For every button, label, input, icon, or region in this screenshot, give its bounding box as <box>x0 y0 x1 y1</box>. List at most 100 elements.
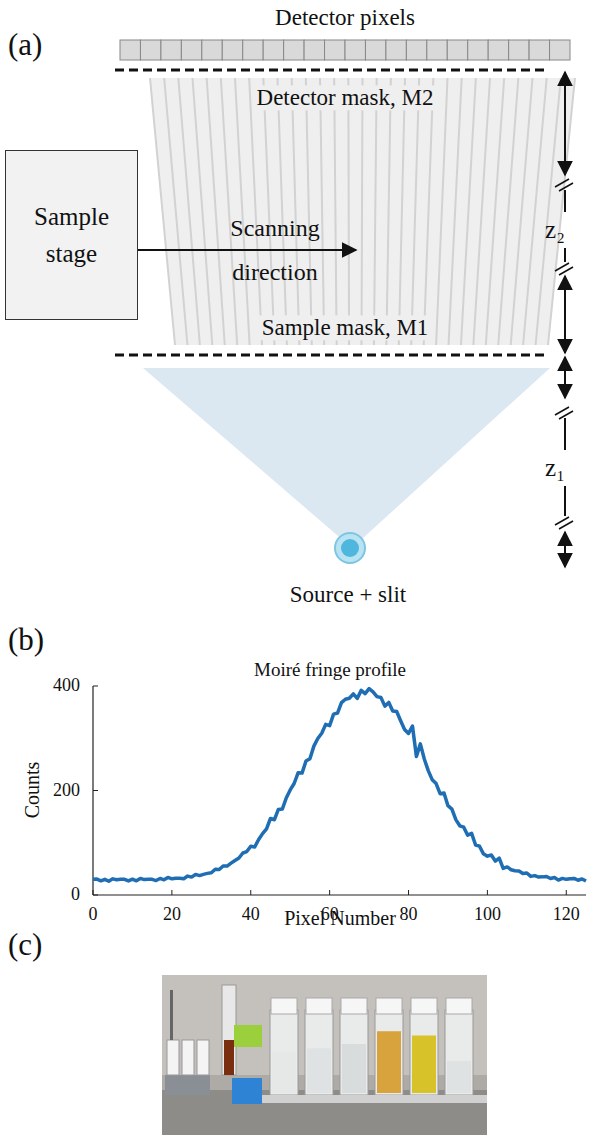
detector-pixel <box>447 40 467 60</box>
break-mark <box>559 183 573 191</box>
detector-pixel <box>161 40 181 60</box>
beamlet <box>449 78 462 345</box>
x-tick-label: 0 <box>89 905 98 925</box>
vial-cap <box>271 998 297 1014</box>
dimension-arrow <box>564 72 566 175</box>
x-tick <box>487 890 488 895</box>
detector-pixel <box>263 40 283 60</box>
figure-label: Pixel Number <box>284 907 396 929</box>
x-tick-label: 60 <box>321 905 339 925</box>
lego-blue <box>232 1078 262 1104</box>
beamlet <box>249 78 262 345</box>
detector-pixel <box>488 40 508 60</box>
beamlet <box>399 78 405 345</box>
vial-liquid <box>377 1031 401 1093</box>
beamlet-fan <box>150 78 575 345</box>
x-tick-label: 20 <box>163 905 181 925</box>
vial-cap <box>411 998 437 1014</box>
y-tick-label: 0 <box>71 885 80 905</box>
source-spot <box>341 539 359 557</box>
photo-background <box>162 975 487 1135</box>
y-tick <box>93 686 98 687</box>
dimension-arrow <box>564 357 566 398</box>
figure-label: Detector pixels <box>275 5 415 30</box>
lego-base <box>165 1075 210 1095</box>
break-mark <box>559 411 573 419</box>
detector-pixel <box>386 40 406 60</box>
beamlet <box>334 78 336 345</box>
beamlet <box>498 78 518 345</box>
source-ring <box>335 533 365 563</box>
vial <box>375 1010 403 1095</box>
beamlet <box>306 78 312 345</box>
beamlet <box>461 78 476 345</box>
detector-pixel <box>202 40 222 60</box>
detector-pixel-row <box>120 40 570 60</box>
x-tick-label: 40 <box>242 905 260 925</box>
beamlet <box>292 78 300 345</box>
fringe-profile-curve <box>93 689 586 882</box>
beamlet <box>207 78 225 345</box>
detector-pixel <box>529 40 549 60</box>
capillary-liquid <box>224 1040 234 1075</box>
vial-cap <box>446 998 472 1014</box>
figure-label: z₂ <box>545 216 565 244</box>
dimension-stem <box>564 190 566 212</box>
beamlet <box>178 78 200 345</box>
detector-pixel <box>345 40 365 60</box>
node-text: Sample stage <box>16 198 127 273</box>
grating-mask <box>115 69 545 72</box>
beamlet <box>362 78 363 345</box>
figure-label: z₁ <box>545 454 565 482</box>
vial <box>305 1010 333 1095</box>
beamlet <box>511 78 533 345</box>
beamlet <box>424 78 434 345</box>
beamlet <box>320 78 324 345</box>
vial-cap <box>341 998 367 1014</box>
figure-label: Detector mask, M2 <box>253 85 438 110</box>
break-mark <box>559 267 573 275</box>
beamlet <box>235 78 250 345</box>
x-tick <box>566 890 567 895</box>
beamlet <box>263 78 274 345</box>
dimension-arrow <box>564 532 566 567</box>
x-tick <box>93 890 94 895</box>
detector-pixel <box>427 40 447 60</box>
break-mark <box>559 521 573 529</box>
detector-pixel <box>365 40 385 60</box>
x-tick-label: 80 <box>400 905 418 925</box>
beamlet <box>347 78 350 345</box>
stage-box: Sample stage <box>5 150 138 320</box>
beamlet-region <box>150 78 575 345</box>
rack <box>262 1095 487 1103</box>
x-tick <box>329 890 330 895</box>
capillary-tube <box>222 985 236 1075</box>
detector-pixel <box>140 40 160 60</box>
grating-mask <box>115 354 545 357</box>
beamlet <box>411 78 419 345</box>
vial-liquid <box>447 1061 471 1093</box>
beamlet <box>150 78 175 345</box>
x-tick <box>250 890 251 895</box>
beamlet <box>523 78 547 345</box>
figure-label: Counts <box>21 762 43 819</box>
figure-label: Scanning direction <box>210 206 340 294</box>
beamlet <box>548 78 575 345</box>
x-tick <box>408 890 409 895</box>
beamlet <box>473 78 490 345</box>
tube-holder <box>167 1040 179 1075</box>
detector-pixel <box>325 40 345 60</box>
dimension-stem <box>564 418 566 450</box>
rod <box>170 990 173 1040</box>
detector-pixel <box>120 40 140 60</box>
y-tick <box>93 895 98 896</box>
dimension-arrow <box>564 276 566 353</box>
beamlet <box>278 78 287 345</box>
figure-label: (b) <box>8 623 44 657</box>
detector-pixel <box>406 40 426 60</box>
beamlet <box>374 78 377 345</box>
figure-label: Source + slit <box>290 582 406 607</box>
x-tick <box>171 890 172 895</box>
vial <box>445 1010 473 1095</box>
detector-pixel <box>509 40 529 60</box>
